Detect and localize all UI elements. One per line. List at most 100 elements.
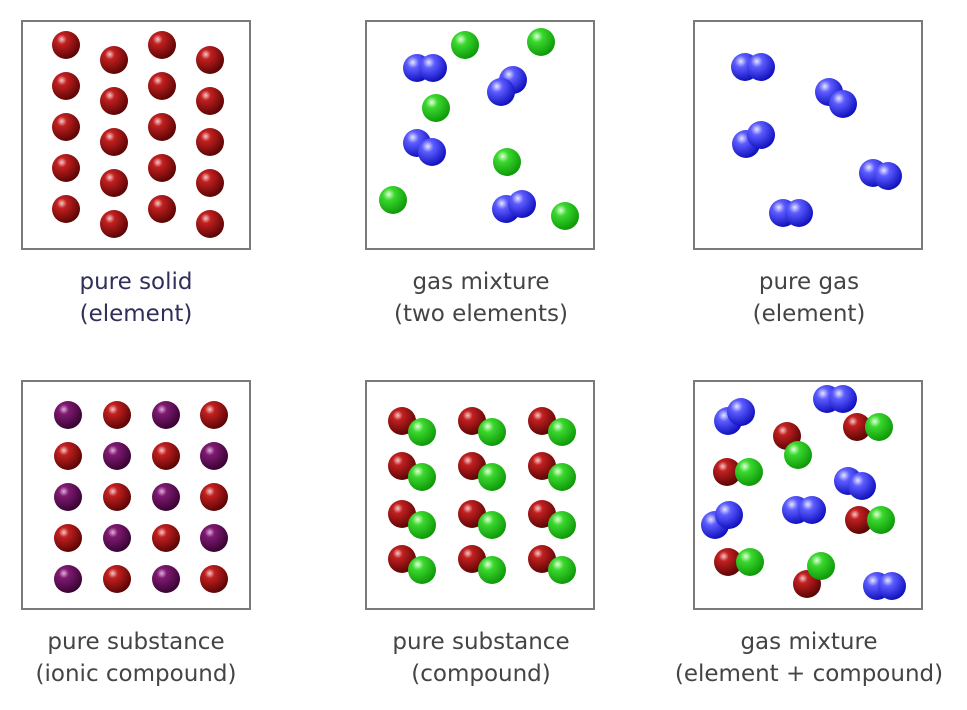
panel-gas-mixture-two-elements xyxy=(365,20,595,250)
red-atom xyxy=(196,210,224,238)
purple-atom xyxy=(200,524,228,552)
purple-atom xyxy=(152,565,180,593)
blue-atom xyxy=(747,121,775,149)
caption-line1: pure solid xyxy=(79,269,193,295)
green-atom xyxy=(408,418,436,446)
green-atom xyxy=(451,31,479,59)
panel-compound xyxy=(365,380,595,610)
purple-atom xyxy=(152,401,180,429)
red-atom xyxy=(200,401,228,429)
red-atom xyxy=(100,87,128,115)
blue-atom xyxy=(487,78,515,106)
atoms-gas-mixture xyxy=(379,28,579,230)
green-atom xyxy=(379,186,407,214)
panel-gas-mixture-element-compound xyxy=(693,380,923,610)
caption-line2: (ionic compound) xyxy=(35,661,237,687)
red-atom xyxy=(152,442,180,470)
panel-ionic-compound xyxy=(21,380,251,610)
caption-line1: gas mixture xyxy=(740,629,878,655)
red-atom xyxy=(714,548,742,576)
atoms-pure-solid xyxy=(52,31,224,238)
red-atom xyxy=(152,524,180,552)
atoms-compound xyxy=(388,407,576,584)
caption-pure-gas: pure gas (element) xyxy=(649,266,967,330)
purple-atom xyxy=(103,524,131,552)
green-atom xyxy=(548,418,576,446)
green-atom xyxy=(548,463,576,491)
red-atom xyxy=(54,524,82,552)
blue-atom xyxy=(419,54,447,82)
atoms-gas-mixture-element-compound xyxy=(701,385,906,600)
caption-ionic-compound: pure substance (ionic compound) xyxy=(0,626,296,690)
red-atom xyxy=(54,442,82,470)
red-atom xyxy=(845,506,873,534)
red-atom xyxy=(100,46,128,74)
green-atom xyxy=(408,556,436,584)
caption-gas-mixture-two-elements: gas mixture (two elements) xyxy=(321,266,641,330)
green-atom xyxy=(867,506,895,534)
red-atom xyxy=(843,413,871,441)
green-atom xyxy=(527,28,555,56)
blue-atom xyxy=(508,190,536,218)
blue-atom xyxy=(878,572,906,600)
green-atom xyxy=(478,463,506,491)
caption-pure-solid: pure solid (element) xyxy=(0,266,296,330)
red-atom xyxy=(52,72,80,100)
green-atom xyxy=(807,552,835,580)
red-atom xyxy=(148,154,176,182)
red-atom xyxy=(100,128,128,156)
caption-line1: pure substance xyxy=(392,629,570,655)
caption-line1: gas mixture xyxy=(412,269,550,295)
green-atom xyxy=(736,548,764,576)
atoms-ionic-compound xyxy=(54,401,228,593)
blue-atom xyxy=(829,90,857,118)
caption-line2: (element) xyxy=(79,301,193,327)
blue-atom xyxy=(874,162,902,190)
red-atom xyxy=(103,565,131,593)
green-atom xyxy=(784,441,812,469)
red-atom xyxy=(148,31,176,59)
blue-atom xyxy=(747,53,775,81)
green-atom xyxy=(551,202,579,230)
red-atom xyxy=(100,210,128,238)
blue-atom xyxy=(848,472,876,500)
caption-line1: pure substance xyxy=(47,629,225,655)
blue-atom xyxy=(829,385,857,413)
green-atom xyxy=(548,511,576,539)
green-atom xyxy=(408,463,436,491)
red-atom xyxy=(148,113,176,141)
red-atom xyxy=(200,483,228,511)
green-atom xyxy=(493,148,521,176)
red-atom xyxy=(52,113,80,141)
green-atom xyxy=(735,458,763,486)
red-atom xyxy=(52,31,80,59)
red-atom xyxy=(200,565,228,593)
green-atom xyxy=(478,511,506,539)
purple-atom xyxy=(152,483,180,511)
caption-line2: (element + compound) xyxy=(674,661,944,687)
red-atom xyxy=(713,458,741,486)
caption-line2: (compound) xyxy=(411,661,551,687)
caption-line1: pure gas xyxy=(758,269,860,295)
caption-line2: (element) xyxy=(752,301,866,327)
green-atom xyxy=(478,556,506,584)
red-atom xyxy=(103,401,131,429)
purple-atom xyxy=(54,483,82,511)
green-atom xyxy=(548,556,576,584)
purple-atom xyxy=(54,401,82,429)
red-atom xyxy=(196,46,224,74)
red-atom xyxy=(148,195,176,223)
caption-line2: (two elements) xyxy=(394,301,568,327)
green-atom xyxy=(422,94,450,122)
red-atom xyxy=(52,154,80,182)
blue-atom xyxy=(418,138,446,166)
purple-atom xyxy=(54,565,82,593)
red-atom xyxy=(52,195,80,223)
caption-compound: pure substance (compound) xyxy=(321,626,641,690)
red-atom xyxy=(196,128,224,156)
green-atom xyxy=(865,413,893,441)
atoms-pure-gas xyxy=(731,53,902,227)
panel-pure-gas xyxy=(693,20,923,250)
blue-atom xyxy=(785,199,813,227)
green-atom xyxy=(478,418,506,446)
